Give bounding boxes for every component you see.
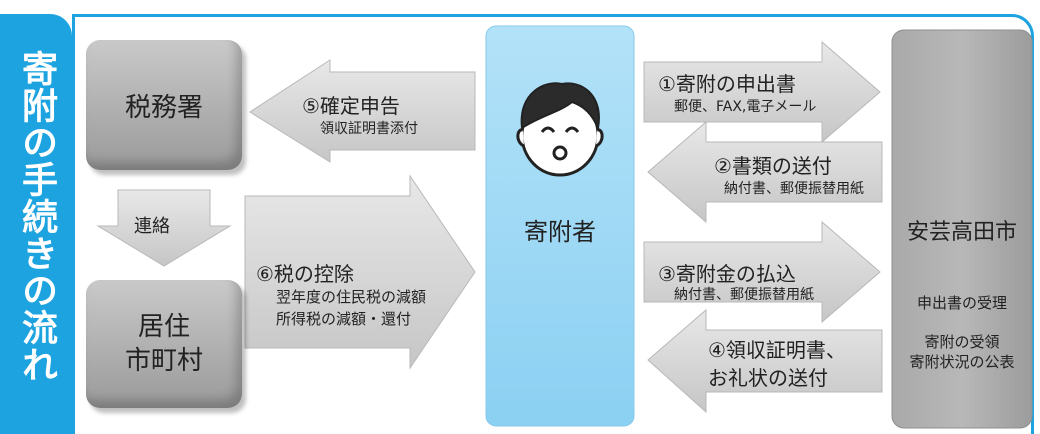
side-title-tab: 寄附の手続きの流れ: [0, 14, 72, 434]
municipality-label: 居住 市町村: [124, 312, 203, 376]
step3-subtitle: 納付書、郵便振替用紙: [674, 287, 814, 303]
arrow-step6: [244, 174, 476, 370]
arrow-step5: [249, 59, 476, 163]
step5-subtitle: 領収証明書添付: [320, 121, 418, 137]
step4-title: ④領収証明書、 お礼状の送付: [708, 338, 846, 390]
city-column: [891, 29, 1033, 429]
arrow-liaison: [96, 189, 232, 267]
smiling-person-face-icon: [516, 82, 604, 177]
step5-title: ⑤確定申告: [302, 94, 400, 118]
liaison-label: 連絡: [134, 216, 170, 237]
side-title-text: 寄附の手続きの流れ: [16, 50, 57, 383]
tax-office-box: 税務署: [86, 40, 242, 170]
city-duty-receive-publish: 寄附の受領 寄附状況の公表: [909, 333, 1015, 371]
arrow-step4: [647, 308, 883, 414]
donor-label: 寄附者: [524, 218, 596, 246]
city-duty-receipt: 申出書の受理: [916, 294, 1007, 312]
step1-subtitle: 郵便、FAX,電子メール: [674, 99, 817, 115]
arrow-step1: [643, 40, 881, 144]
arrow-step3: [643, 220, 881, 324]
tax-office-label: 税務署: [124, 92, 203, 123]
step6-subtitle: 翌年度の住民税の減額 所得税の減額・還付: [276, 288, 427, 328]
step2-subtitle: 納付書、郵便振替用紙: [724, 181, 864, 197]
arrow-step2: [647, 120, 883, 224]
step2-title: ②書類の送付: [714, 154, 832, 178]
municipality-box: 居住 市町村: [86, 280, 242, 408]
step6-title: ⑥税の控除: [256, 262, 354, 286]
step3-title: ③寄附金の払込: [658, 262, 796, 286]
city-label: 安芸高田市: [906, 220, 1017, 245]
step1-title: ①寄附の申出書: [658, 72, 796, 96]
